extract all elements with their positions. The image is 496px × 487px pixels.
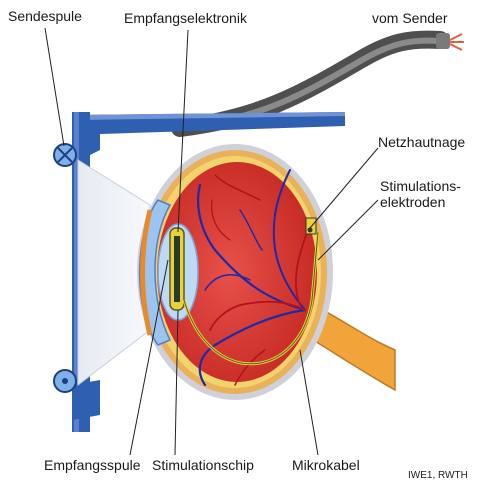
label-stimulationselektroden: Stimulations- elektroden (380, 178, 461, 210)
label-stimulationselektroden-line1: Stimulations- (380, 178, 461, 194)
stimulation-electrodes (305, 217, 317, 235)
label-sendespule: Sendespule (8, 8, 82, 24)
sending-coil-bottom (53, 369, 77, 393)
label-stimulationselektroden-line2: elektroden (380, 194, 446, 210)
leader-lines (44, 27, 379, 456)
label-empfangselektronik: Empfangselektronik (124, 10, 247, 26)
label-empfangsspule: Empfangsspule (44, 457, 141, 473)
label-netzhautnagel: Netzhautnage (378, 134, 466, 150)
retinal-vessels (197, 169, 311, 387)
label-stimulationschip: Stimulationschip (152, 457, 254, 473)
credit-text: IWE1, RWTH (408, 470, 468, 481)
label-vom-sender: vom Sender (372, 10, 448, 26)
retinal-tack (307, 227, 313, 233)
label-mikrokabel: Mikrokabel (292, 457, 360, 473)
retina-implant (169, 217, 320, 366)
sending-coil-top (53, 143, 77, 167)
